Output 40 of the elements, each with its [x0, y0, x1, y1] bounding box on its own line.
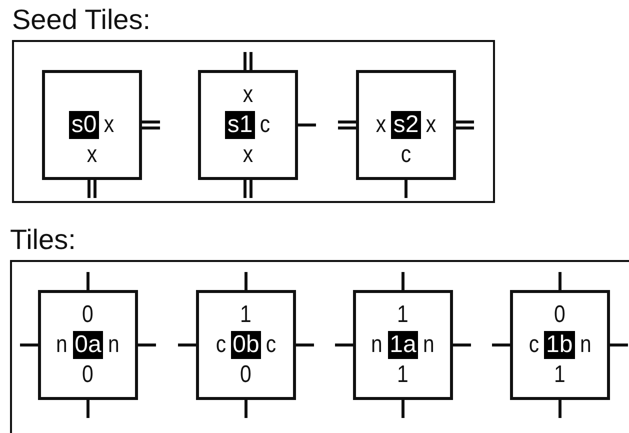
glue-label: 0: [240, 362, 252, 388]
tile-name: s0: [69, 111, 99, 139]
tile-name: 0a: [72, 331, 104, 359]
glue-label: c: [528, 332, 540, 358]
glue-label: 1: [240, 302, 252, 328]
glue-label: c: [216, 332, 226, 358]
glue-label: n: [56, 332, 68, 358]
glue-label: x: [426, 112, 436, 138]
tile-box: [198, 70, 298, 180]
glue-label: 1: [397, 362, 409, 388]
glue-label: x: [242, 82, 254, 108]
glue-label: x: [86, 142, 98, 168]
tile-box: [510, 290, 610, 400]
tile-box: [38, 290, 138, 400]
glue-label: n: [108, 332, 120, 358]
glue-label: 1: [554, 362, 566, 388]
glue-label: x: [242, 142, 254, 168]
glue-label: n: [580, 332, 592, 358]
section-heading: Seed Tiles:: [12, 3, 152, 37]
glue-label: 0: [82, 302, 94, 328]
tile-box: [356, 70, 456, 180]
glue-label: 0: [82, 362, 94, 388]
glue-label: c: [260, 112, 270, 138]
tile-name: s2: [391, 111, 421, 139]
tile-name: 1a: [388, 331, 418, 359]
glue-label: 0: [554, 302, 566, 328]
glue-label: n: [423, 332, 435, 358]
section-heading: Tiles:: [10, 223, 77, 257]
glue-label: x: [376, 112, 386, 138]
glue-label: 1: [397, 302, 409, 328]
glue-label: c: [266, 332, 276, 358]
tile-box: [42, 70, 142, 180]
tile-box: [353, 290, 453, 400]
glue-label: x: [104, 112, 114, 138]
tile-name: 1b: [544, 331, 575, 359]
tile-name: 0b: [230, 331, 262, 359]
tile-box: [196, 290, 296, 400]
tile-name: s1: [225, 111, 255, 139]
glue-label: c: [400, 142, 412, 168]
glue-label: n: [371, 332, 383, 358]
